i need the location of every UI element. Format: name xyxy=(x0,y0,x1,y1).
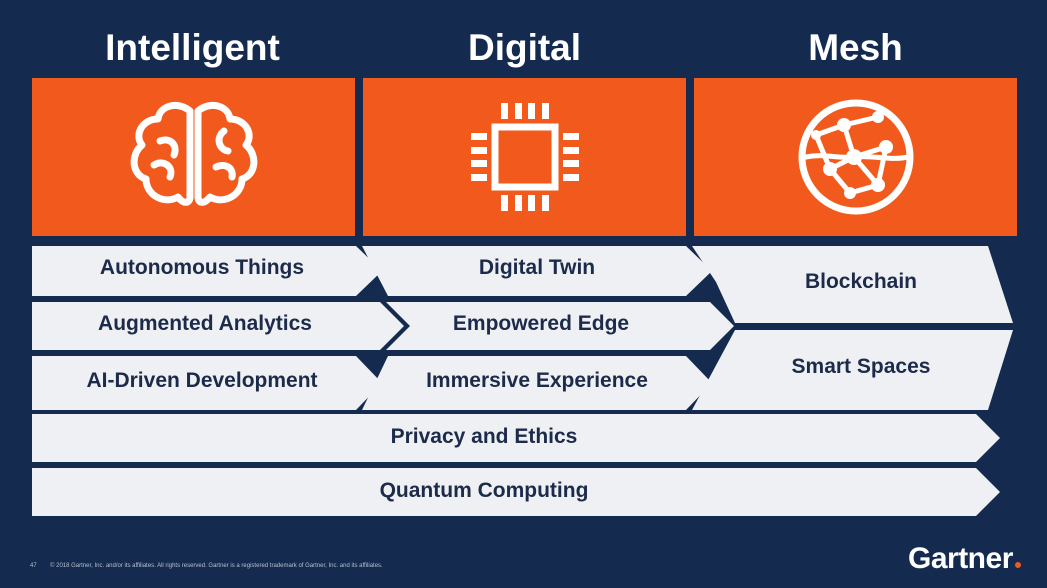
trend-smart-spaces: Smart Spaces xyxy=(791,355,931,378)
page-number: 47 xyxy=(30,563,37,569)
trend-empowered-edge: Empowered Edge xyxy=(452,312,630,335)
arrow-ai-driven-development xyxy=(32,356,382,410)
column-title-digital: Digital xyxy=(467,27,582,68)
column-title-intelligent: Intelligent xyxy=(105,27,280,68)
arrow-blockchain xyxy=(692,246,1013,323)
digital-icon-panel xyxy=(363,78,686,236)
column-title-mesh: Mesh xyxy=(808,27,903,68)
trend-blockchain: Blockchain xyxy=(804,270,918,293)
arrow-smart-spaces xyxy=(692,330,1013,410)
trend-quantum-computing: Quantum Computing xyxy=(379,479,589,502)
copyright-text: © 2018 Gartner, Inc. and/or its affiliat… xyxy=(50,563,383,569)
footer: 47 © 2018 Gartner, Inc. and/or its affil… xyxy=(30,563,383,569)
trend-digital-twin: Digital Twin xyxy=(478,256,596,279)
gartner-logo: Gartner xyxy=(908,542,1013,575)
logo-dot xyxy=(1015,562,1021,568)
trend-augmented-analytics: Augmented Analytics xyxy=(98,312,312,335)
mesh-icon-panel xyxy=(694,78,1017,236)
brain-icon xyxy=(124,97,264,217)
globe-network-icon xyxy=(794,95,918,219)
arrow-immersive-experience xyxy=(362,356,712,410)
trend-privacy-and-ethics: Privacy and Ethics xyxy=(390,425,578,448)
arrow-empowered-edge xyxy=(386,302,734,350)
trend-autonomous-things: Autonomous Things xyxy=(99,256,305,279)
chip-icon xyxy=(465,97,585,217)
arrow-digital-twin xyxy=(362,246,712,296)
arrow-quantum-computing xyxy=(32,468,1000,516)
trend-immersive-experience: Immersive Experience xyxy=(426,369,648,392)
arrow-augmented-analytics xyxy=(32,302,404,350)
trend-ai-driven-development: AI-Driven Development xyxy=(86,369,318,392)
intelligent-icon-panel xyxy=(32,78,355,236)
arrow-privacy-and-ethics xyxy=(32,414,1000,462)
arrow-autonomous-things xyxy=(32,246,382,296)
